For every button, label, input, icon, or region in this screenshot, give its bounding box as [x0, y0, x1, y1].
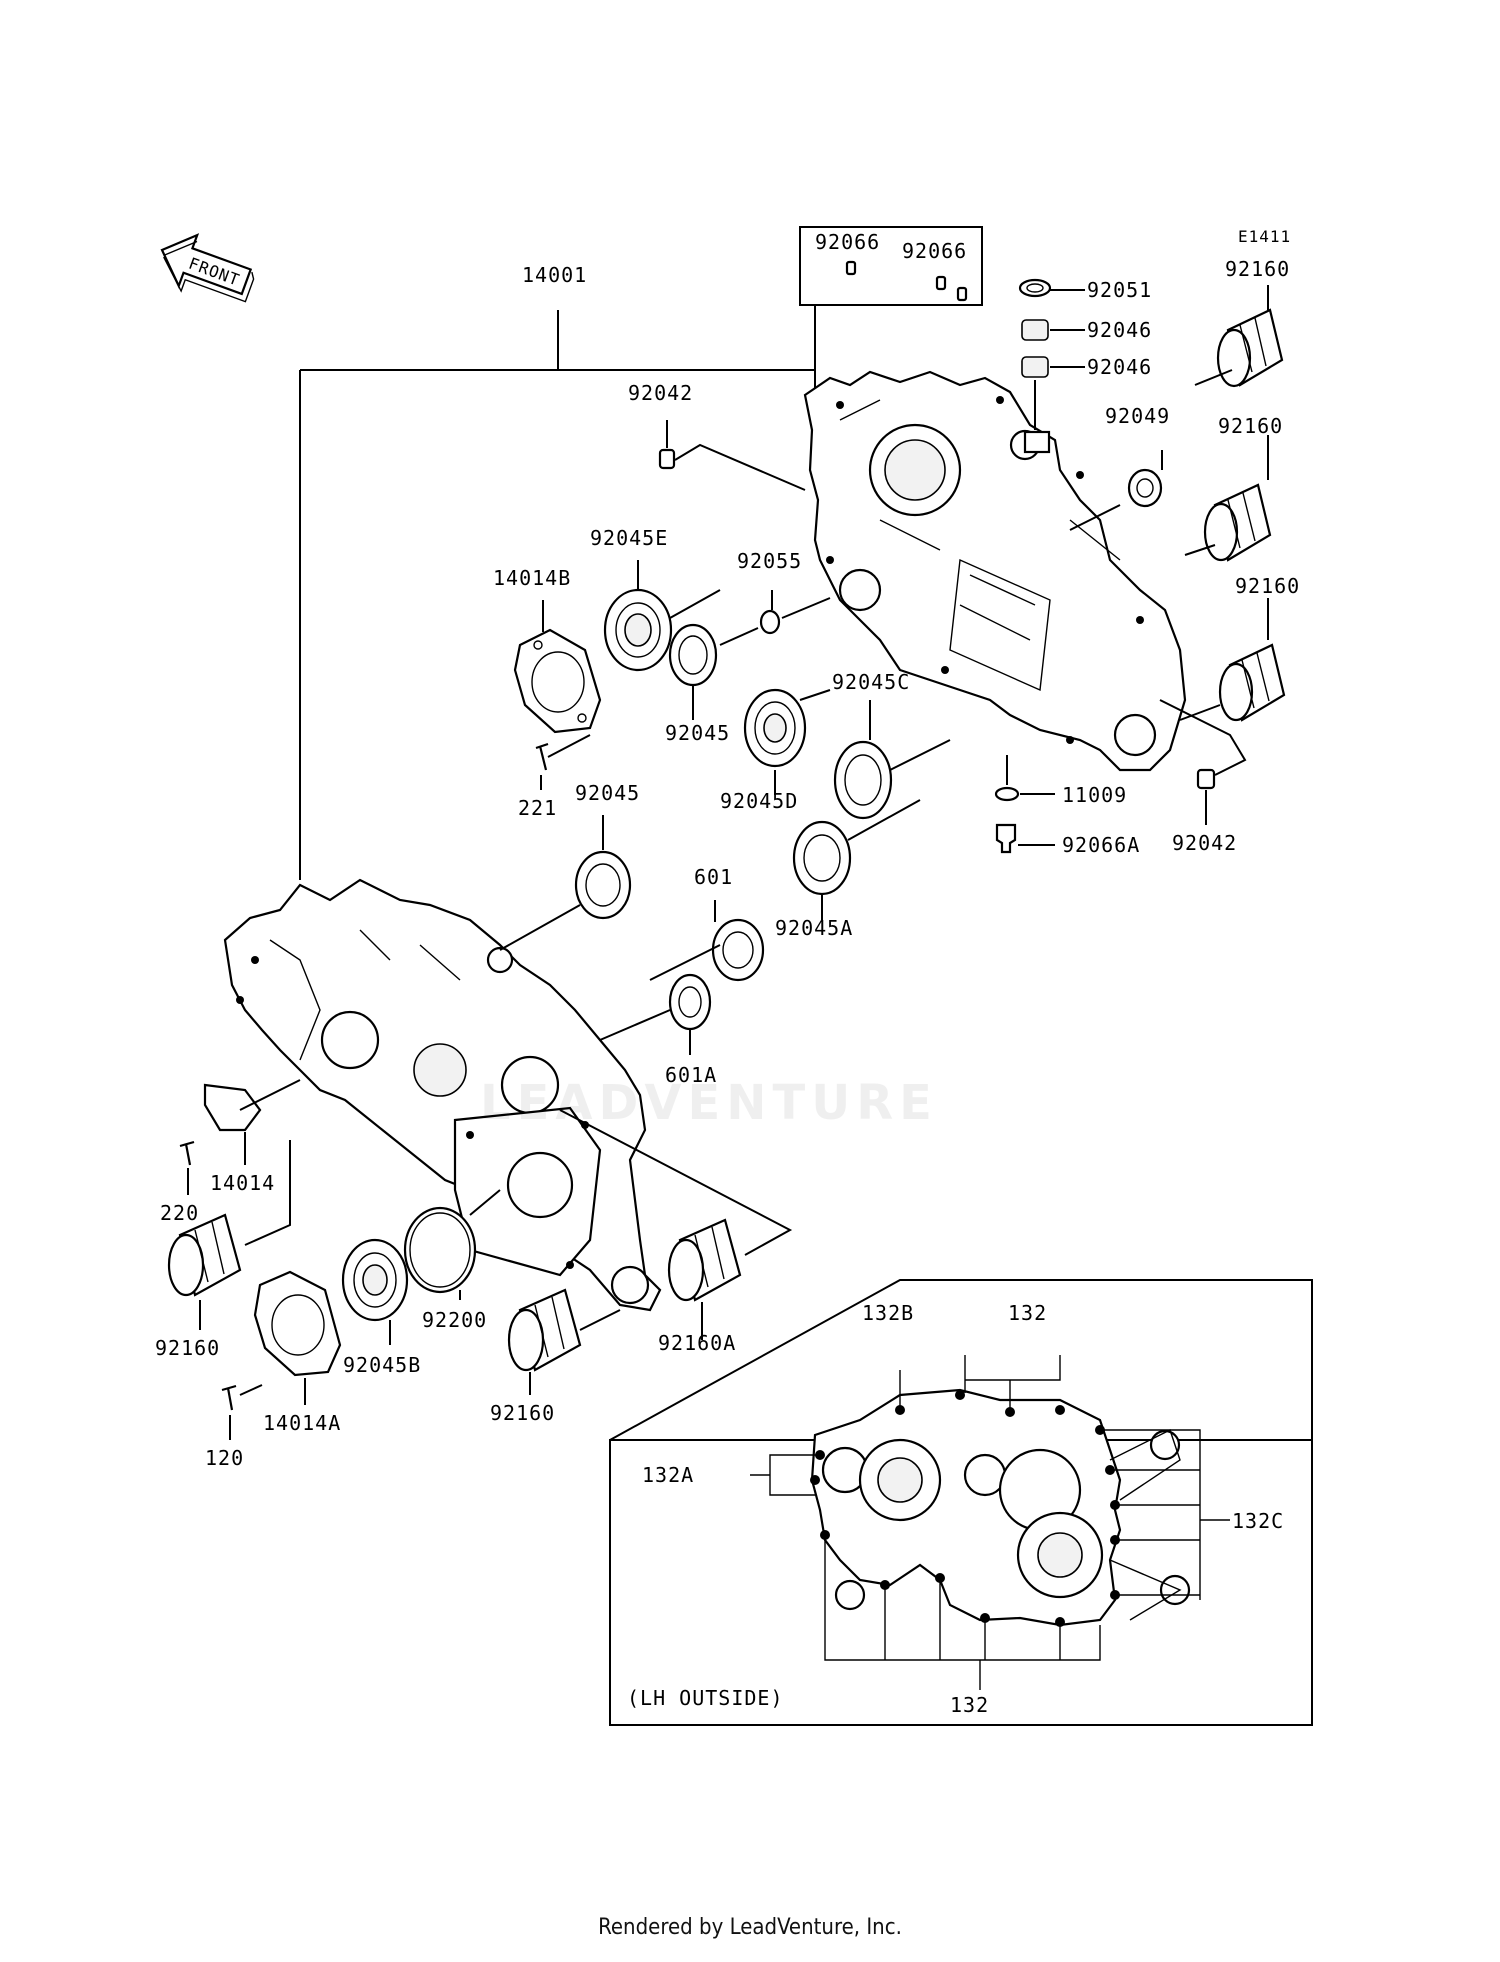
needle-bearing-icon: [1021, 356, 1049, 378]
oil-seal-icon: [1018, 278, 1052, 298]
part-label[interactable]: 14014: [210, 1171, 275, 1195]
part-label[interactable]: 120: [205, 1446, 244, 1470]
part-label[interactable]: 92055: [737, 549, 802, 573]
o-ring-icon: [403, 1206, 477, 1294]
part-label[interactable]: 92049: [1105, 404, 1170, 428]
damper-rubber-icon: [1216, 308, 1284, 388]
ball-bearing-icon: [743, 688, 807, 768]
damper-rubber-icon: [1218, 643, 1286, 722]
damper-rubber-icon: [167, 1213, 242, 1297]
part-label[interactable]: 220: [160, 1201, 199, 1225]
screw-icon: [221, 1384, 237, 1411]
part-label[interactable]: 92066A: [1062, 833, 1140, 857]
part-label[interactable]: 92045C: [832, 670, 910, 694]
bearing-cover-plate-icon: [513, 628, 602, 734]
damper-rubber-icon: [507, 1288, 582, 1372]
part-label[interactable]: 92160: [1225, 257, 1290, 281]
part-label[interactable]: 92160: [155, 1336, 220, 1360]
dowel-pin-icon: [935, 275, 947, 291]
part-label[interactable]: 92045E: [590, 526, 668, 550]
part-label[interactable]: 92045A: [775, 916, 853, 940]
ball-bearing-icon: [574, 850, 632, 920]
part-label[interactable]: 92160: [1235, 574, 1300, 598]
ball-bearing-icon: [792, 820, 852, 896]
part-label[interactable]: 14014A: [263, 1411, 341, 1435]
left-crankcase-half: [223, 878, 662, 1312]
ball-bearing-icon: [341, 1238, 409, 1322]
watermark: LEADVENTURE: [480, 1075, 938, 1131]
part-label[interactable]: 92200: [422, 1308, 487, 1332]
part-label[interactable]: 132A: [642, 1463, 694, 1487]
part-label[interactable]: 92160A: [658, 1331, 736, 1355]
part-label[interactable]: 132C: [1232, 1509, 1284, 1533]
part-label[interactable]: 92042: [628, 381, 693, 405]
part-label[interactable]: 92051: [1087, 278, 1152, 302]
footer-credit: Rendered by LeadVenture, Inc.: [598, 1915, 902, 1940]
damper-rubber-icon: [1203, 483, 1272, 562]
diagram-code: E1411: [1238, 227, 1291, 246]
front-arrow-icon: FRONT: [160, 233, 255, 303]
part-label[interactable]: 601: [694, 865, 733, 889]
cover-plate-icon: [203, 1083, 262, 1132]
part-label[interactable]: 92046: [1087, 318, 1152, 342]
part-label[interactable]: 92160: [1218, 414, 1283, 438]
part-label[interactable]: 92045B: [343, 1353, 421, 1377]
right-crankcase-half: [803, 370, 1187, 772]
part-label[interactable]: 92066: [902, 239, 967, 263]
damper-rubber-icon: [667, 1218, 742, 1302]
dowel-pin-icon: [845, 260, 857, 276]
dowel-group-box: [799, 226, 983, 306]
bearing-icon: [1127, 468, 1163, 508]
ball-bearing-icon: [668, 973, 712, 1031]
dowel-pin-icon: [956, 286, 968, 302]
part-label[interactable]: 92046: [1087, 355, 1152, 379]
part-label[interactable]: 14014B: [493, 566, 571, 590]
lh-outside-inset: [609, 1279, 1313, 1726]
part-label[interactable]: 92160: [490, 1401, 555, 1425]
part-label[interactable]: 92045: [665, 721, 730, 745]
needle-bearing-icon: [1021, 319, 1049, 341]
part-label[interactable]: 11009: [1062, 783, 1127, 807]
gasket-icon: [994, 786, 1020, 802]
screw-icon: [535, 742, 549, 771]
plug-bolt-icon: [995, 823, 1017, 854]
ball-bearing-icon: [603, 588, 673, 672]
part-label[interactable]: 92045D: [720, 789, 798, 813]
inset-caption: (LH OUTSIDE): [627, 1686, 784, 1710]
part-label[interactable]: 92066: [815, 230, 880, 254]
dowel-pin-icon: [658, 448, 676, 470]
dowel-pin-icon: [1196, 768, 1216, 790]
screw-icon: [179, 1140, 195, 1166]
part-label[interactable]: 601A: [665, 1063, 717, 1087]
part-label[interactable]: 92045: [575, 781, 640, 805]
ball-bearing-icon: [711, 918, 765, 982]
ball-bearing-icon: [668, 623, 718, 687]
part-label[interactable]: 132: [950, 1693, 989, 1717]
part-label[interactable]: 132: [1008, 1301, 1047, 1325]
ball-bearing-icon: [833, 740, 893, 820]
bearing-cover-plate-icon: [253, 1270, 342, 1377]
part-label[interactable]: 221: [518, 796, 557, 820]
part-label[interactable]: 14001: [522, 263, 587, 287]
part-label[interactable]: 92042: [1172, 831, 1237, 855]
part-label[interactable]: 132B: [862, 1301, 914, 1325]
o-ring-icon: [759, 609, 781, 635]
